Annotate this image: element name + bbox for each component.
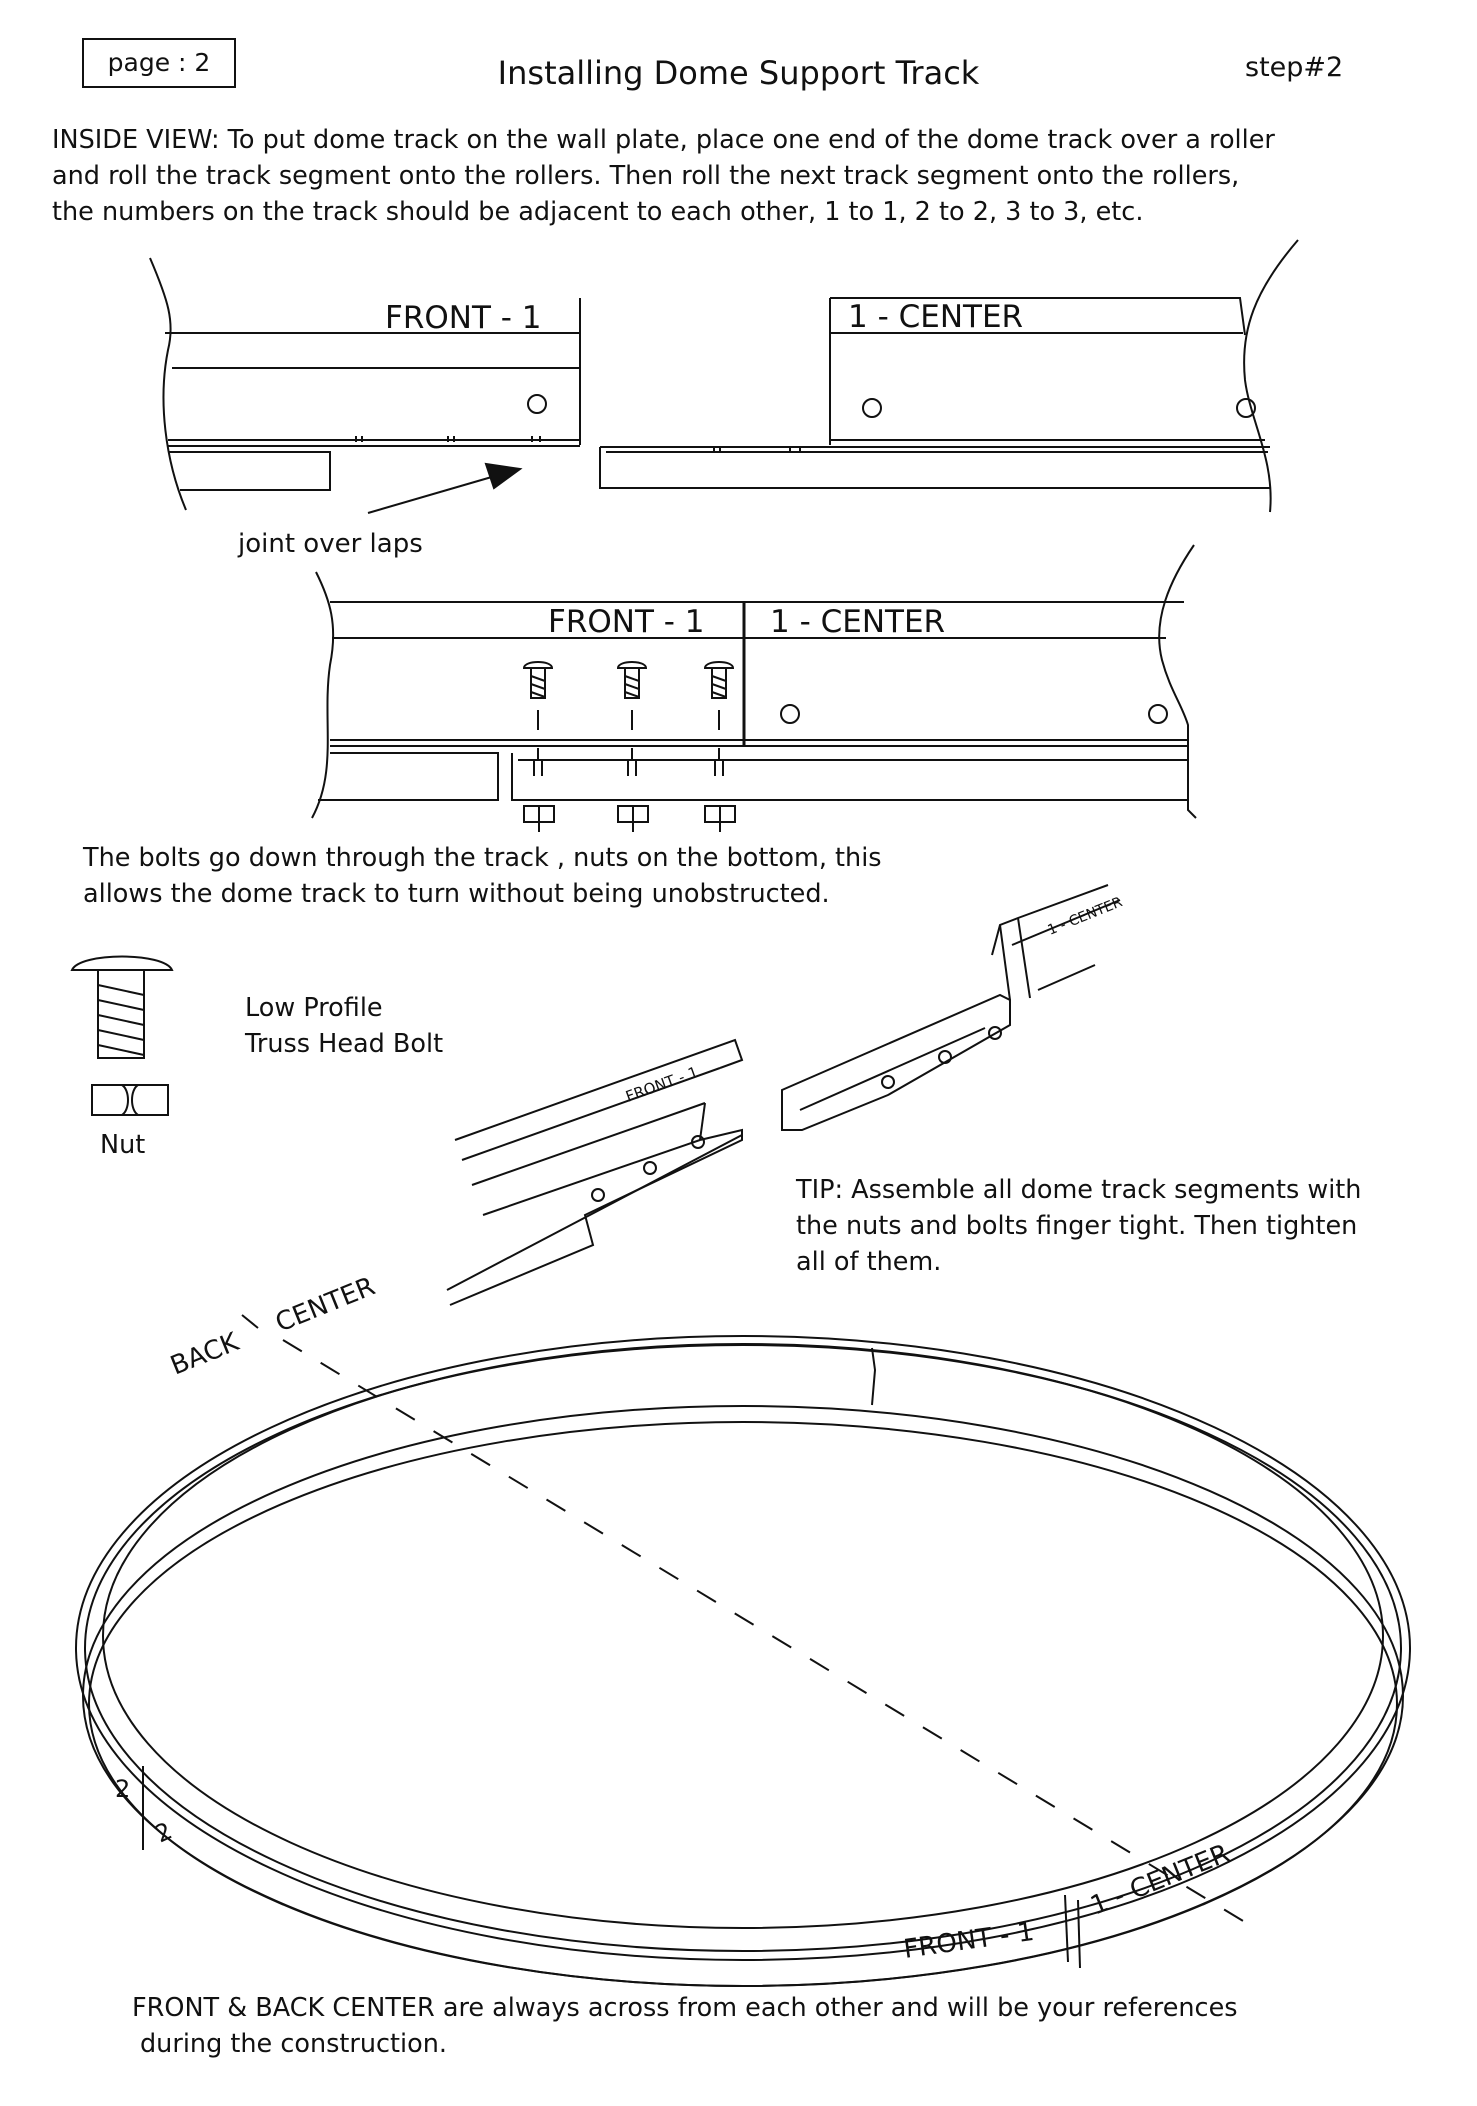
- separated-track-diagram: FRONT - 1 1 - CENTER joint over laps: [149, 239, 1299, 559]
- perspective-track-right: 1 - CENTER: [781, 884, 1126, 1131]
- bolt-assembly: [616, 661, 649, 832]
- dome-track-ring: [75, 1335, 1411, 1987]
- segment-two-label: 2: [151, 1817, 177, 1849]
- instruction-line: INSIDE VIEW: To put dome track on the wa…: [52, 125, 1275, 155]
- page-title: Installing Dome Support Track: [497, 54, 980, 92]
- instruction-line: and roll the track segment onto the roll…: [52, 161, 1240, 191]
- segment-label-front: FRONT - 1: [385, 300, 542, 336]
- perspective-center-label: 1 - CENTER: [1046, 894, 1126, 939]
- tip-line: TIP: Assemble all dome track segments wi…: [796, 1175, 1362, 1205]
- back-front-axis: [282, 1339, 1259, 1931]
- arrow-caption: joint over laps: [237, 529, 423, 559]
- bolt-hole: [643, 1161, 657, 1175]
- bolt-hole: [988, 1026, 1002, 1040]
- legend-bolt-icon: [70, 955, 174, 1059]
- tip-note: TIP: Assemble all dome track segments wi…: [796, 1172, 1361, 1280]
- tip-line: all of them.: [796, 1247, 942, 1277]
- perspective-front-label: FRONT - 1: [623, 1063, 700, 1106]
- back-center-label: CENTER: [271, 1272, 379, 1339]
- bolt-hole: [1148, 704, 1168, 724]
- bolt-hole: [780, 704, 800, 724]
- segment-label-center: 1 - CENTER: [848, 299, 1023, 335]
- tip-line: the nuts and bolts finger tight. Then ti…: [796, 1211, 1358, 1241]
- bolt-hole: [527, 394, 547, 414]
- joined-label-front: FRONT - 1: [548, 604, 705, 640]
- footer-line: FRONT & BACK CENTER are always across fr…: [132, 1993, 1238, 2023]
- ring-center-label: 1 - CENTER: [1086, 1839, 1233, 1922]
- bolts-note: The bolts go down through the track , nu…: [83, 840, 882, 912]
- legend-nut-icon: [91, 1084, 169, 1116]
- bolt-hole: [862, 398, 882, 418]
- bolt-hole: [1236, 398, 1256, 418]
- bolt-hole: [881, 1075, 895, 1089]
- bolt-legend-line: Truss Head Bolt: [245, 1029, 444, 1059]
- bolt-legend-label: Low Profile Truss Head Bolt: [245, 990, 443, 1062]
- arrow-head: [484, 462, 523, 490]
- bolt-assembly: [522, 661, 555, 832]
- note-line: allows the dome track to turn without be…: [83, 879, 830, 909]
- instructions: INSIDE VIEW: To put dome track on the wa…: [52, 122, 1275, 230]
- bolt-hole: [938, 1050, 952, 1064]
- bolt-assembly: [703, 661, 736, 832]
- note-line: The bolts go down through the track , nu…: [83, 843, 882, 873]
- nut-legend-label: Nut: [100, 1130, 146, 1160]
- bolt-hole: [691, 1135, 705, 1149]
- joined-track-diagram: FRONT - 1 1 - CENTER: [311, 544, 1197, 832]
- perspective-track-left: FRONT - 1: [446, 1038, 744, 1306]
- bolt-hole: [591, 1188, 605, 1202]
- instruction-line: the numbers on the track should be adjac…: [52, 197, 1144, 227]
- footer-note: FRONT & BACK CENTER are always across fr…: [132, 1990, 1238, 2062]
- step-label: step#2: [1245, 52, 1344, 83]
- bolt-legend-line: Low Profile: [245, 993, 383, 1023]
- segment-two-label: 2: [115, 1775, 130, 1803]
- ring-front-label: FRONT - 1: [902, 1917, 1036, 1965]
- back-label: BACK: [166, 1327, 243, 1382]
- page-number-box: page : 2: [82, 38, 236, 88]
- joined-label-center: 1 - CENTER: [770, 604, 945, 640]
- footer-line: during the construction.: [140, 2029, 448, 2059]
